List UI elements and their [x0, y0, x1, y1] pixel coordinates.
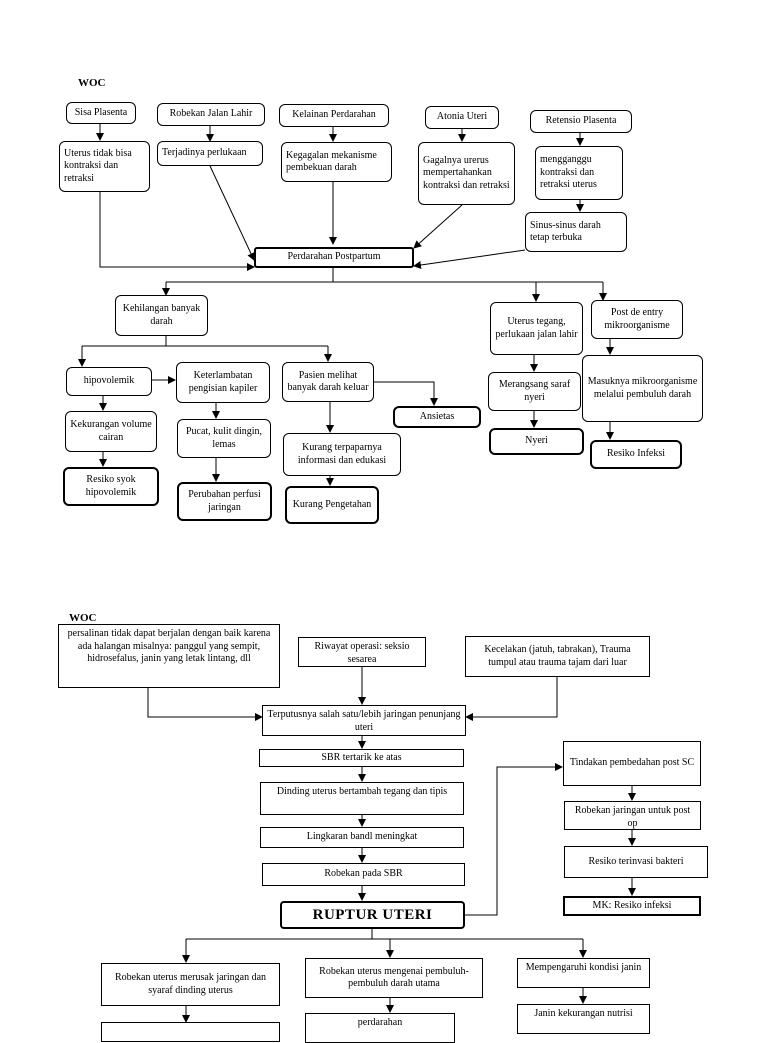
- node-kurang-informasi: Kurang terpaparnya informasi dan edukasi: [283, 433, 401, 476]
- node-ansietas: Ansietas: [393, 406, 481, 428]
- node-resiko-invasi: Resiko terinvasi bakteri: [564, 846, 708, 878]
- node-masuknya-mikroorganisme: Masuknya mikroorganisme melalui pembuluh…: [582, 355, 703, 422]
- node-perdarahan: perdarahan: [305, 1013, 455, 1043]
- node-uterus-tegang: Uterus tegang, perlukaan jalan lahir: [490, 302, 583, 355]
- node-post-de-entry: Post de entry mikroorganisme: [591, 300, 683, 339]
- node-resiko-infeksi: Resiko Infeksi: [590, 440, 682, 469]
- node-robekan-saraf: Robekan uterus merusak jaringan dan syar…: [101, 963, 280, 1006]
- node-tindakan-pembedahan: Tindakan pembedahan post SC: [563, 741, 701, 786]
- node-hipovolemik: hipovolemik: [66, 367, 152, 396]
- node-nyeri: Nyeri: [489, 428, 584, 455]
- node-riwayat-operasi: Riwayat operasi: seksio sesarea: [298, 637, 426, 667]
- node-robekan-sbr: Robekan pada SBR: [262, 863, 465, 886]
- node-terjadinya-perlukaan: Terjadinya perlukaan: [157, 141, 263, 166]
- node-atonia-uteri: Atonia Uteri: [425, 106, 499, 129]
- node-retensio-plasenta: Retensio Plasenta: [530, 110, 632, 133]
- node-sinus-terbuka: Sinus-sinus darah tetap terbuka: [525, 212, 627, 252]
- node-robekan-pembuluh: Robekan uterus mengenai pembuluh-pembulu…: [305, 958, 483, 998]
- node-resiko-syok: Resiko syok hipovolemik: [63, 467, 159, 506]
- node-gagalnya-uterus: Gagalnya urerus mempertahankan kontraksi…: [418, 142, 515, 205]
- node-kegagalan-pembekuan: Kegagalan mekanisme pembekuan darah: [281, 142, 392, 182]
- node-terputusnya-jaringan: Terputusnya salah satu/lebih jaringan pe…: [262, 705, 466, 736]
- node-uterus-tidak-kontraksi: Uterus tidak bisa kontraksi dan retraksi: [59, 141, 150, 192]
- node-persalinan: persalinan tidak dapat berjalan dengan b…: [58, 624, 280, 688]
- node-lingkaran-bandl: Lingkaran bandl meningkat: [260, 827, 464, 848]
- diagram1-title: WOC: [78, 77, 106, 89]
- node-kurang-pengetahuan: Kurang Pengetahan: [285, 486, 379, 524]
- node-kecelakaan: Kecelakan (jatuh, tabrakan), Trauma tump…: [465, 636, 650, 677]
- node-janin-kekurangan: Janin kekurangan nutrisi: [517, 1004, 650, 1034]
- node-pucat-dingin: Pucat, kulit dingin, lemas: [177, 419, 271, 458]
- node-mk-resiko-infeksi: MK: Resiko infeksi: [563, 896, 701, 916]
- node-mengganggu-kontraksi: mengganggu kontraksi dan retraksi uterus: [535, 146, 623, 200]
- node-bottom-left-cut: [101, 1022, 280, 1042]
- node-merangsang-saraf: Merangsang saraf nyeri: [488, 372, 581, 411]
- node-robekan-jalan-lahir: Robekan Jalan Lahir: [157, 103, 265, 126]
- node-sbr-tertarik: SBR tertarik ke atas: [259, 749, 464, 767]
- node-mempengaruhi-janin: Mempengaruhi kondisi janin: [517, 958, 650, 988]
- node-ruptur-uteri: RUPTUR UTERI: [280, 901, 465, 929]
- node-kekurangan-cairan: Kekurangan volume cairan: [65, 411, 157, 452]
- node-kehilangan-darah: Kehilangan banyak darah: [115, 295, 208, 336]
- node-sisa-plasenta: Sisa Plasenta: [66, 102, 136, 124]
- node-kelainan-perdarahan: Kelainan Perdarahan: [279, 104, 389, 127]
- diagram2-title: WOC: [69, 612, 97, 624]
- node-keterlambatan-kapiler: Keterlambatan pengisian kapiler: [176, 362, 270, 403]
- node-dinding-uterus: Dinding uterus bertambah tegang dan tipi…: [260, 782, 464, 815]
- node-perdarahan-postpartum: Perdarahan Postpartum: [254, 247, 414, 268]
- node-pasien-melihat-darah: Pasien melihat banyak darah keluar: [282, 362, 374, 402]
- node-perubahan-perfusi: Perubahan perfusi jaringan: [177, 482, 272, 521]
- node-robekan-jaringan: Robekan jaringan untuk post op: [564, 801, 701, 830]
